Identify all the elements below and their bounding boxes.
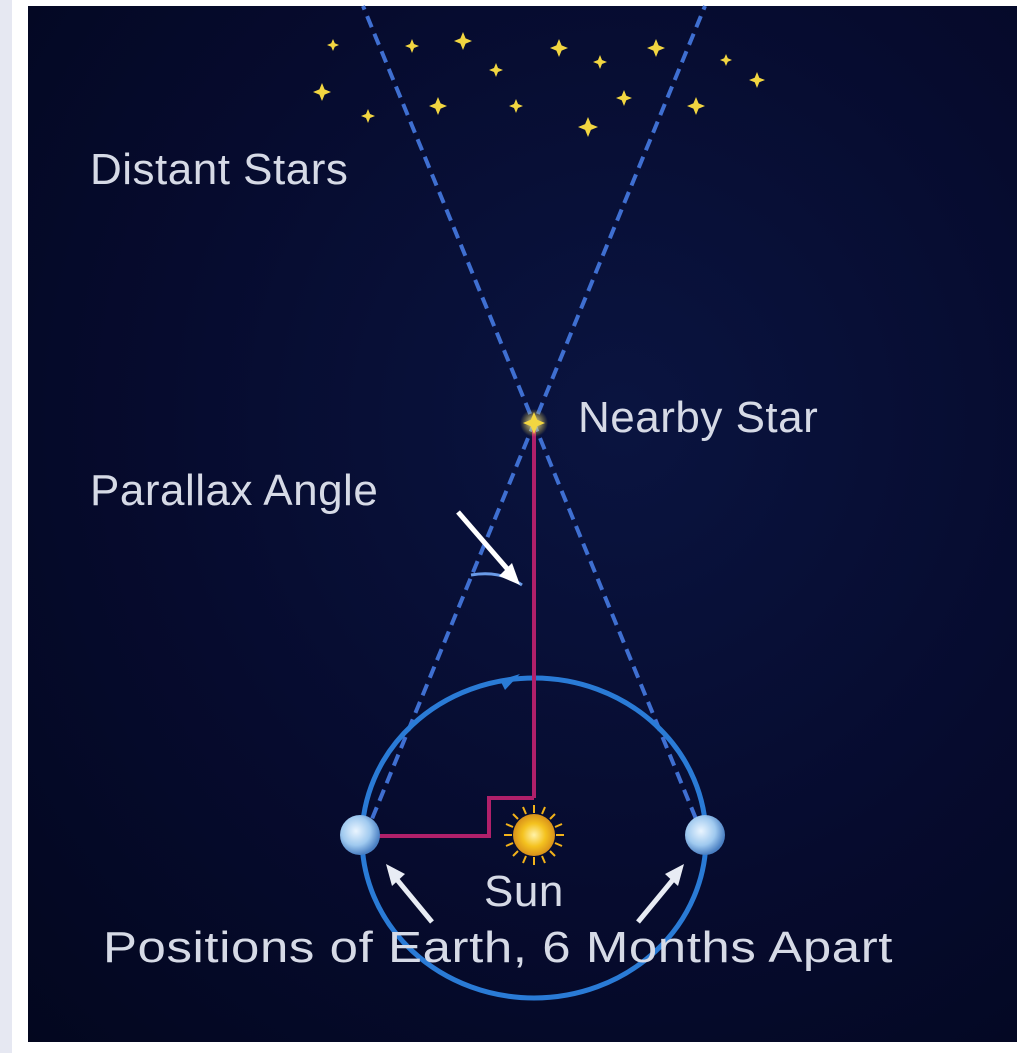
diagram-background <box>28 6 1017 1042</box>
distant-stars-label: Distant Stars <box>90 145 348 194</box>
distant-star <box>509 99 523 113</box>
distant-star <box>578 117 598 137</box>
distant-star <box>361 109 375 123</box>
distant-star-field <box>313 32 765 137</box>
distant-star <box>550 39 568 57</box>
baseline-lines <box>365 430 536 838</box>
distant-star <box>429 97 447 115</box>
earth-left-icon <box>340 815 380 855</box>
distant-star <box>749 72 765 88</box>
earth-positions-label: Positions of Earth, 6 Months Apart <box>103 923 893 972</box>
page-margin <box>0 0 12 1053</box>
sun-icon <box>504 805 564 865</box>
distant-star <box>687 97 705 115</box>
distant-star <box>327 39 339 51</box>
distant-star <box>454 32 472 50</box>
orbit-arrow-icon <box>500 674 520 690</box>
distant-star <box>405 39 419 53</box>
nearby-star <box>520 409 548 437</box>
distant-star <box>313 83 331 101</box>
nearby-star-label: Nearby Star <box>578 393 818 442</box>
distant-star <box>489 63 503 77</box>
earth-pointer-arrows <box>386 864 684 924</box>
distant-star <box>647 39 665 57</box>
sun-label: Sun <box>484 867 564 916</box>
earth-right-icon <box>685 815 725 855</box>
distant-star <box>593 55 607 69</box>
distant-star <box>616 90 632 106</box>
parallax-angle-label: Parallax Angle <box>90 466 378 515</box>
parallax-angle-arrow <box>456 510 520 585</box>
distant-star <box>720 54 732 66</box>
earth-to-sun-baseline <box>365 796 534 838</box>
